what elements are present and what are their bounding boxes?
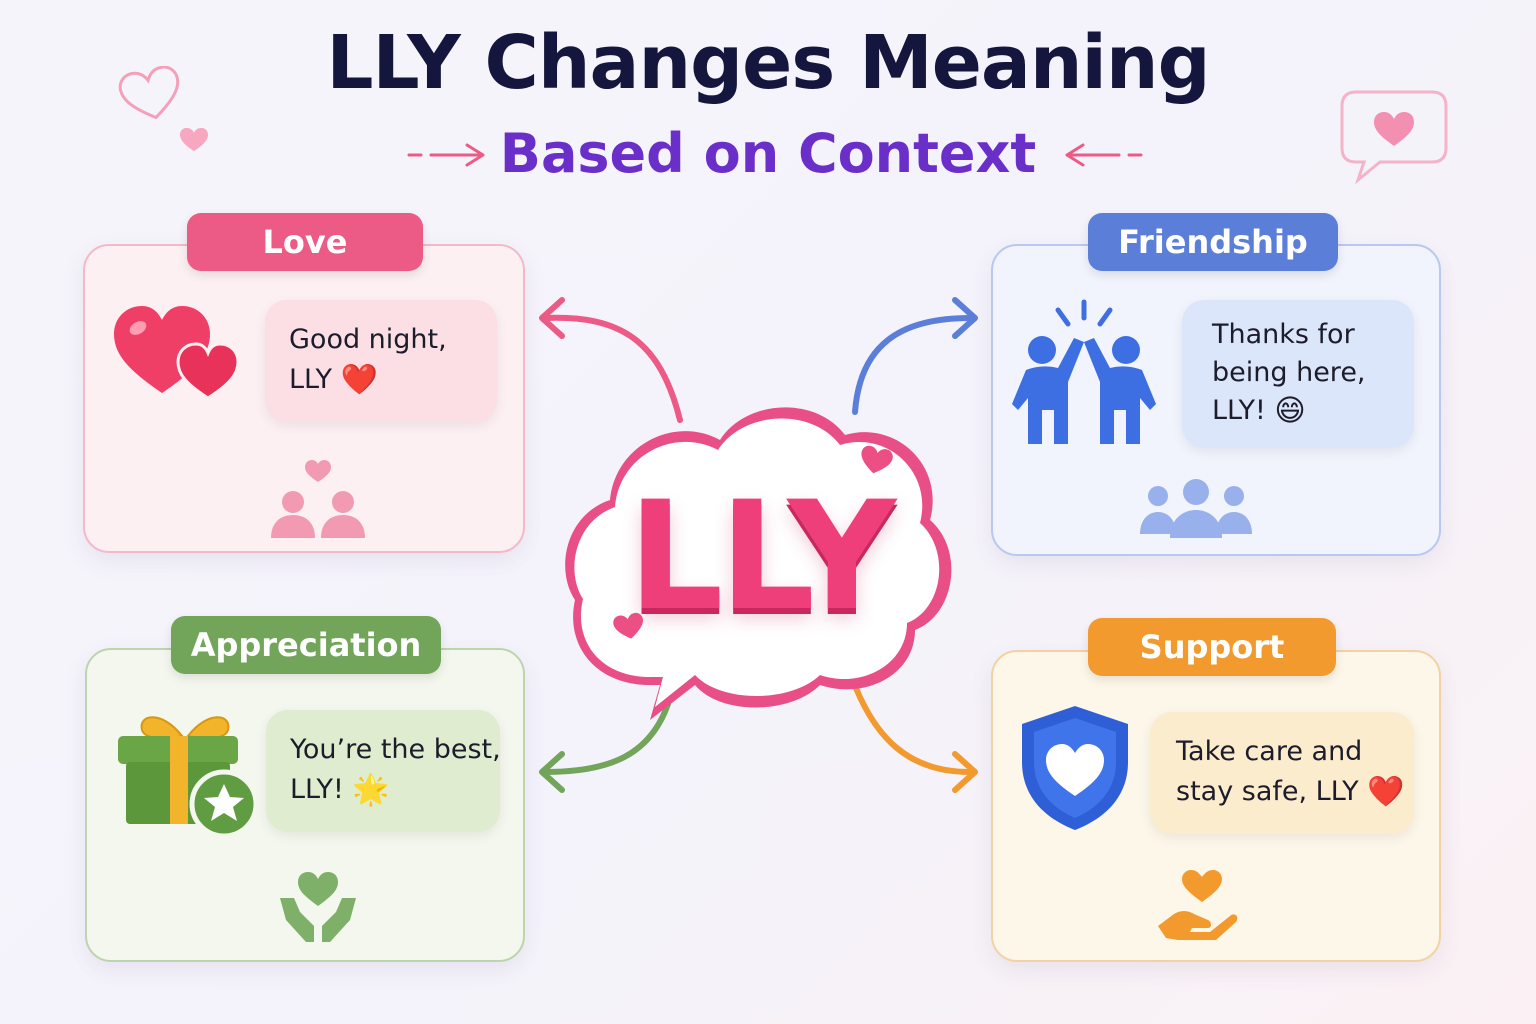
glowing-star-emoji: 🌟 <box>352 772 390 808</box>
center-heart-icon <box>861 445 893 474</box>
heart-hand-icon <box>1158 870 1238 940</box>
friendship-tab: Friendship <box>1088 213 1338 271</box>
support-message-line-1: Take care and <box>1176 736 1363 767</box>
love-tab: Love <box>187 213 423 271</box>
friendship-message-line-2: being here, <box>1212 357 1366 388</box>
support-tab: Support <box>1088 618 1336 676</box>
appreciation-tab: Appreciation <box>171 616 441 674</box>
love-connector <box>542 314 683 423</box>
friendship-message-line-1: Thanks for <box>1212 319 1355 350</box>
friendship-connector <box>852 315 973 415</box>
center-word: LLY <box>627 470 896 644</box>
small-heart-icon <box>180 127 208 152</box>
love-message-bubble: Good night, LLY ❤️ <box>265 300 497 422</box>
appreciation-message-bubble: You’re the best, LLY! 🌟 <box>266 710 501 832</box>
group-icon <box>1140 479 1252 538</box>
love-message-line-2: LLY <box>289 364 332 395</box>
page-subtitle: Based on Context <box>499 122 1037 185</box>
center-heart-small-icon <box>613 612 643 639</box>
couple-icon <box>271 460 365 538</box>
right-arrow-icon <box>1065 143 1143 167</box>
red-heart-emoji: ❤️ <box>340 362 378 398</box>
gift-icon <box>118 716 259 839</box>
red-heart-emoji: ❤️ <box>1367 774 1405 810</box>
friendship-message-line-3: LLY! <box>1212 395 1266 426</box>
page-title: LLY Changes Meaning <box>326 20 1210 106</box>
hearts-icon <box>114 306 240 400</box>
friendship-message-bubble: Thanks for being here, LLY! 😄 <box>1182 300 1414 448</box>
love-message-line-1: Good night, <box>289 324 447 355</box>
appreciation-connector <box>542 701 671 775</box>
grinning-emoji: 😄 <box>1274 393 1306 429</box>
support-connector <box>849 675 973 775</box>
support-message-line-2: stay safe, LLY <box>1176 776 1359 807</box>
shield-heart-icon <box>1022 706 1128 830</box>
support-message-bubble: Take care and stay safe, LLY ❤️ <box>1150 712 1414 834</box>
appreciation-message-line-1: You’re the best, <box>290 734 501 765</box>
high-five-icon <box>1012 299 1156 444</box>
center-cloud <box>565 407 952 720</box>
heart-speech-bubble-icon <box>1340 90 1448 184</box>
appreciation-message-line-2: LLY! <box>290 774 344 805</box>
heart-hands-icon <box>280 872 356 942</box>
outline-heart-icon <box>118 66 180 120</box>
left-arrow-icon <box>407 143 485 167</box>
